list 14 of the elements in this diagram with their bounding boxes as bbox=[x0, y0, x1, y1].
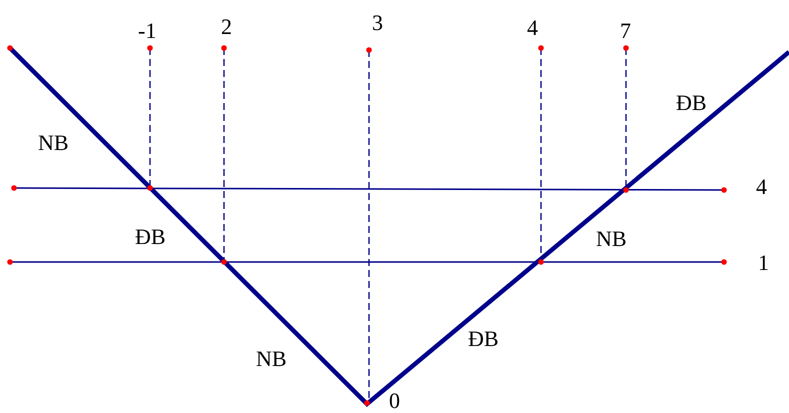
line-value-label: 1 bbox=[758, 252, 769, 274]
segment-label: ĐB bbox=[468, 328, 499, 350]
segment-label: NB bbox=[256, 348, 287, 370]
segment-label: NB bbox=[38, 132, 69, 154]
segment-label: NB bbox=[596, 228, 627, 250]
axis-value-label: 4 bbox=[527, 17, 538, 39]
segment-label: ĐB bbox=[135, 226, 166, 248]
vertex-label: 0 bbox=[389, 390, 400, 412]
line-value-label: 4 bbox=[756, 176, 767, 198]
axis-value-label: -1 bbox=[138, 20, 156, 42]
segment-label: ĐB bbox=[676, 92, 707, 114]
axis-value-label: 2 bbox=[221, 16, 232, 38]
axis-value-label: 3 bbox=[372, 12, 383, 34]
axis-value-label: 7 bbox=[620, 20, 631, 42]
